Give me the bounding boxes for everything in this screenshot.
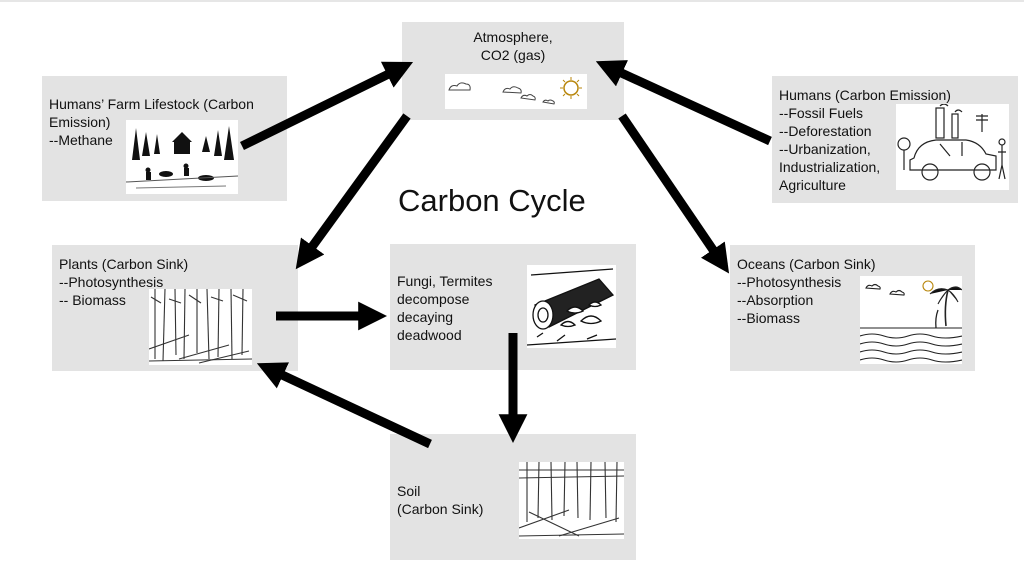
humans-box: Humans (Carbon Emission) --Fossil Fuels … <box>772 76 1018 203</box>
diagram-title: Carbon Cycle <box>398 183 586 218</box>
plants-box: Plants (Carbon Sink) --Photosynthesis --… <box>52 245 298 371</box>
oceans-box: Oceans (Carbon Sink) --Photosynthesis --… <box>730 245 975 371</box>
oceans-label: Oceans (Carbon Sink) --Photosynthesis --… <box>737 256 876 326</box>
top-border <box>0 0 1024 2</box>
humans-label: Humans (Carbon Emission) --Fossil Fuels … <box>779 87 951 193</box>
arrow-humans-to-atmosphere <box>595 60 772 146</box>
car-factory-icon <box>896 104 1009 190</box>
fungi-label: Fungi, Termites decompose decaying deadw… <box>397 273 493 343</box>
log-fungi-icon <box>527 265 616 348</box>
plants-label: Plants (Carbon Sink) --Photosynthesis --… <box>59 256 189 308</box>
atmosphere-label: Atmosphere, CO2 (gas) <box>473 29 553 63</box>
farm-box: Humans’ Farm Lifestock (Carbon Emission)… <box>42 76 287 201</box>
soil-label: Soil (Carbon Sink) <box>397 483 484 517</box>
arrow-farm-to-atmosphere <box>240 61 414 151</box>
arrow-atmosphere-to-oceans <box>618 113 730 274</box>
forest-floor-icon <box>519 462 624 539</box>
farm-scene-icon <box>126 120 238 194</box>
soil-box: Soil (Carbon Sink) <box>390 434 636 560</box>
beach-icon <box>860 276 962 364</box>
farm-label: Humans’ Farm Lifestock (Carbon Emission)… <box>49 96 254 148</box>
arrow-soil-to-plants <box>256 362 432 449</box>
sky-icon <box>445 74 587 109</box>
arrow-atmosphere-to-plants <box>295 113 411 270</box>
forest-icon <box>149 289 252 365</box>
atmosphere-box: Atmosphere, CO2 (gas) <box>402 22 624 120</box>
